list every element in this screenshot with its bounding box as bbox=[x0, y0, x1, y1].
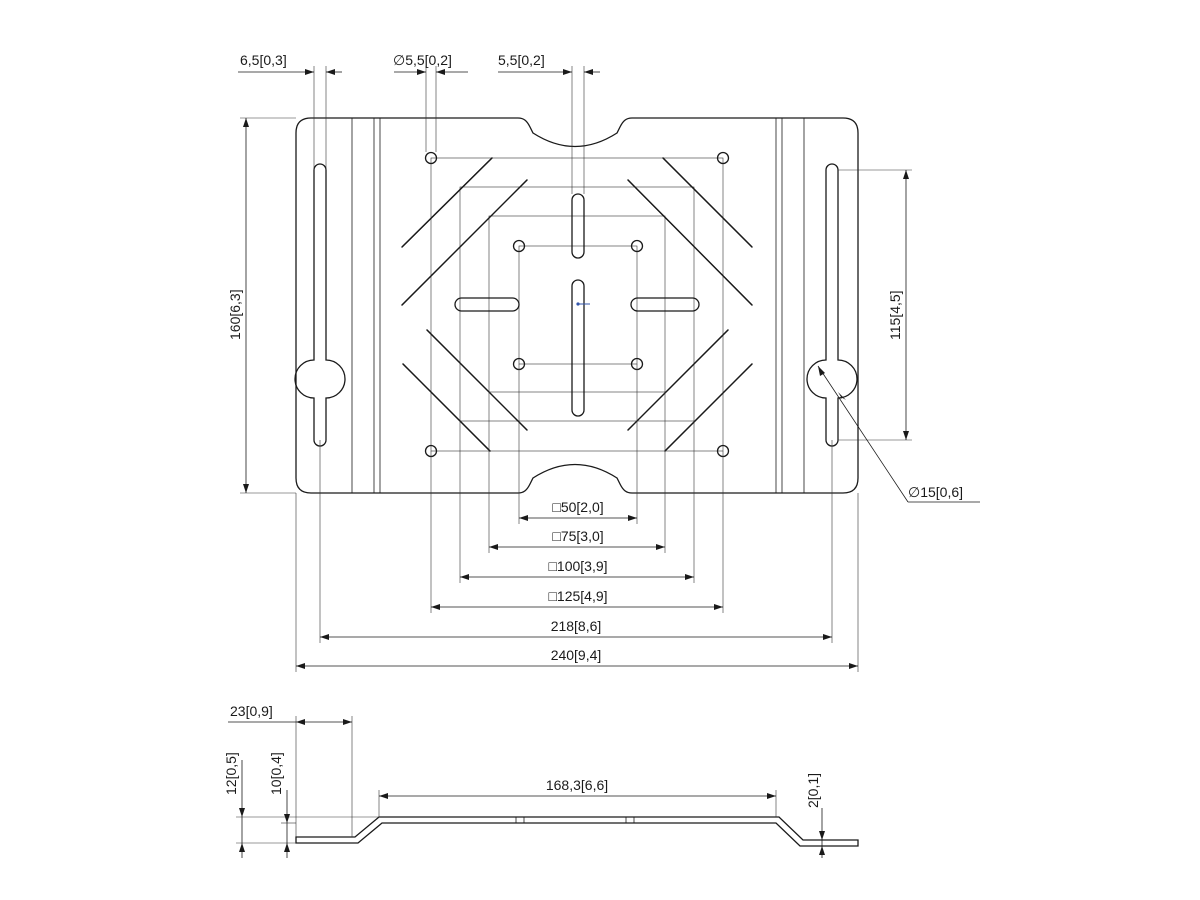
edge-offset-label: 6,5[0,3] bbox=[240, 52, 287, 68]
vesa-100-label: □100[3,9] bbox=[548, 558, 607, 574]
flat-length-label: 168,3[6,6] bbox=[546, 777, 608, 793]
hole-diameter-label: ∅5,5[0,2] bbox=[393, 52, 452, 68]
left-keyhole-slot bbox=[294, 163, 346, 447]
offset-label: 10[0,4] bbox=[268, 752, 284, 795]
slot-span-label: 218[8,6] bbox=[551, 618, 602, 634]
width-label: 240[9,4] bbox=[551, 647, 602, 663]
right-keyhole-slot bbox=[806, 163, 858, 447]
bend-lines bbox=[351, 118, 805, 493]
keyhole-diameter-label: ∅15[0,6] bbox=[908, 484, 963, 500]
slot-width-label: 5,5[0,2] bbox=[498, 52, 545, 68]
top-dimensions: 6,5[0,3] ∅5,5[0,2] 5,5[0,2] 160[6,3] 115… bbox=[227, 52, 980, 672]
vesa-125-label: □125[4,9] bbox=[548, 588, 607, 604]
total-height-label: 12[0,5] bbox=[223, 752, 239, 795]
side-profile bbox=[295, 816, 859, 847]
diagonal-slots bbox=[401, 157, 753, 452]
plate-outline bbox=[295, 117, 859, 494]
height-label: 160[6,3] bbox=[227, 289, 243, 340]
vesa-50-label: □50[2,0] bbox=[552, 499, 603, 515]
vesa-75-label: □75[3,0] bbox=[552, 528, 603, 544]
plate-top-view bbox=[294, 117, 859, 494]
center-slots bbox=[454, 193, 700, 417]
slot-height-label: 115[4,5] bbox=[887, 290, 903, 340]
profile-outline bbox=[295, 816, 859, 847]
profile-dimensions: 23[0,9] 12[0,5] 10[0,4] 168,3[6,6] 2[0,1… bbox=[223, 703, 825, 858]
thickness-label: 2[0,1] bbox=[805, 773, 821, 808]
flange-label: 23[0,9] bbox=[230, 703, 273, 719]
